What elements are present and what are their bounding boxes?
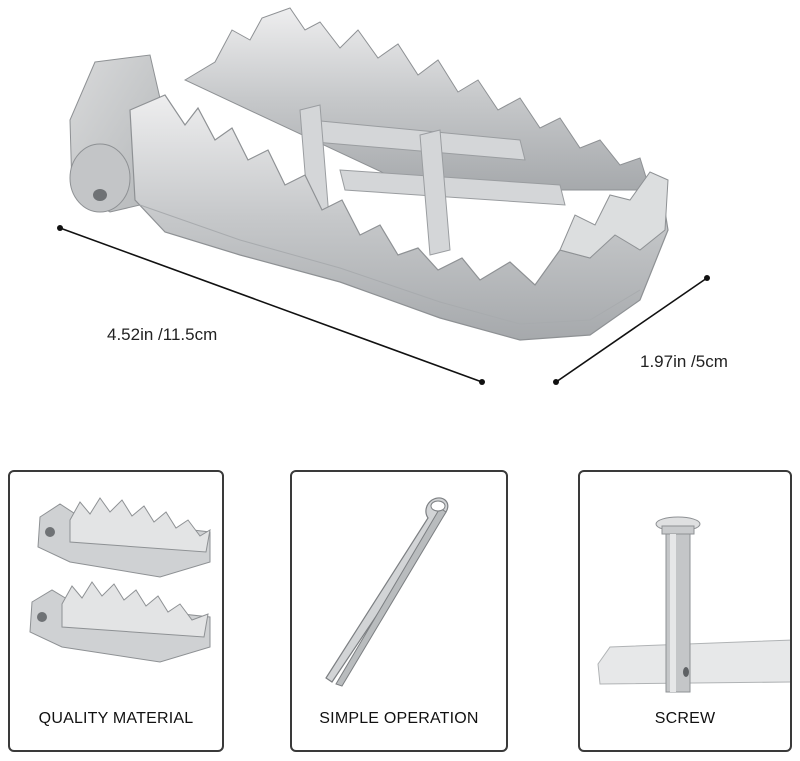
footpeg-bottom xyxy=(29,581,211,663)
footpeg-top xyxy=(37,497,211,578)
cotter-pin xyxy=(325,497,449,687)
dimension-line-width xyxy=(553,275,710,385)
dimension-line-length xyxy=(57,225,485,385)
footpeg-illustration xyxy=(57,7,710,385)
feature-caption: SCREW xyxy=(654,710,716,727)
width-dimension-label: 1.97in /5cm xyxy=(640,352,728,371)
feature-card-simple-operation: SIMPLE OPERATION xyxy=(290,470,508,752)
feature-card-screw: SCREW xyxy=(578,470,792,752)
crossbars xyxy=(299,104,566,256)
footpeg-pair-image xyxy=(29,497,211,663)
length-dimension-label: 4.52in /11.5cm xyxy=(107,325,218,344)
footpeg-body xyxy=(129,94,669,341)
feature-card-quality-material: QUALITY MATERIAL xyxy=(8,470,224,752)
cotter-pin-image xyxy=(325,497,449,687)
feature-caption: QUALITY MATERIAL xyxy=(38,710,194,727)
inner-teeth-back xyxy=(183,7,651,191)
base-plate xyxy=(597,639,790,685)
pin-screw-image xyxy=(597,516,790,693)
clevis-pin xyxy=(655,516,701,693)
feature-caption: SIMPLE OPERATION xyxy=(319,710,479,727)
right-teeth xyxy=(559,171,669,259)
product-hero xyxy=(57,7,710,385)
